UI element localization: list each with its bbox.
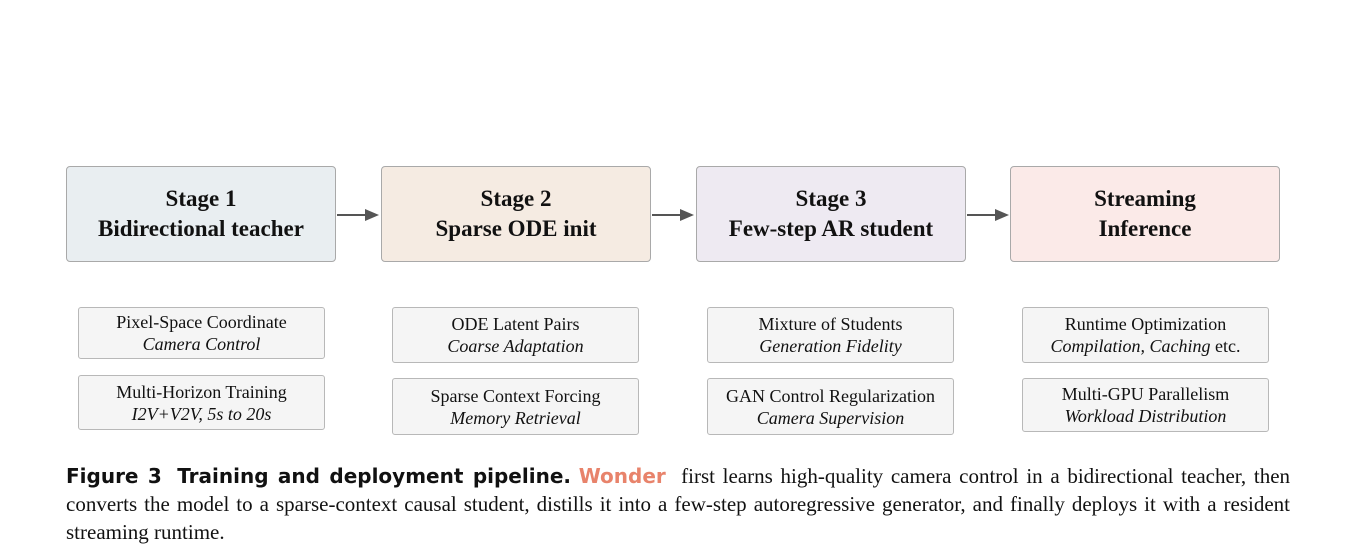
feature-card: Multi-GPU Parallelism Workload Distribut…: [1022, 378, 1269, 432]
card-subtitle: Coarse Adaptation: [447, 336, 584, 356]
stage-1-title: Stage 1: [165, 186, 237, 211]
stage-1-subtitle: Bidirectional teacher: [98, 216, 304, 241]
brand-name: Wonder: [578, 464, 666, 488]
arrow-right-icon: [337, 209, 379, 221]
card-subtitle: I2V+V2V, 5s to 20s: [131, 403, 272, 424]
card-title: Multi-GPU Parallelism: [1061, 384, 1230, 404]
stage-4-title: Streaming: [1094, 186, 1196, 211]
card-title: Sparse Context Forcing: [430, 385, 601, 406]
feature-card: GAN Control Regularization Camera Superv…: [707, 378, 954, 435]
card-subtitle: Camera Control: [142, 334, 261, 354]
stage-3-subtitle: Few-step AR student: [728, 216, 934, 241]
card-subtitle: Workload Distribution: [1064, 406, 1227, 426]
card-title: Pixel-Space Coordinate: [116, 312, 287, 332]
figure-caption: Figure 3 Training and deployment pipelin…: [66, 462, 1290, 546]
stage-1-box: Stage 1 Bidirectional teacher: [66, 166, 336, 262]
feature-card: Runtime Optimization Compilation, Cachin…: [1022, 307, 1269, 363]
stage-2-subtitle: Sparse ODE init: [435, 216, 597, 241]
stage-2-box: Stage 2 Sparse ODE init: [381, 166, 651, 262]
arrow-right-icon: [967, 209, 1009, 221]
card-subtitle: Camera Supervision: [756, 407, 905, 428]
stage-3-title: Stage 3: [795, 186, 867, 211]
stage-4-subtitle: Inference: [1098, 216, 1192, 241]
card-title: GAN Control Regularization: [726, 385, 935, 406]
card-title: ODE Latent Pairs: [451, 314, 580, 334]
card-title: Multi-Horizon Training: [116, 381, 287, 402]
card-title: Runtime Optimization: [1064, 314, 1227, 334]
arrow-right-icon: [652, 209, 694, 221]
card-subtitle: Memory Retrieval: [450, 407, 581, 428]
feature-card: Sparse Context Forcing Memory Retrieval: [392, 378, 639, 435]
card-subtitle: Generation Fidelity: [759, 336, 902, 356]
figure-label: Figure 3: [66, 464, 162, 488]
streaming-inference-box: Streaming Inference: [1010, 166, 1280, 262]
figure-title: Training and deployment pipeline.: [177, 464, 571, 488]
card-subtitle: Compilation, Caching: [1050, 336, 1211, 356]
feature-card: Multi-Horizon Training I2V+V2V, 5s to 20…: [78, 375, 325, 430]
card-title: Mixture of Students: [758, 314, 903, 334]
stage-3-box: Stage 3 Few-step AR student: [696, 166, 966, 262]
feature-card: Pixel-Space Coordinate Camera Control: [78, 307, 325, 359]
stage-2-title: Stage 2: [480, 186, 552, 211]
card-subtitle-line: Compilation, Caching etc.: [1023, 335, 1268, 357]
caption-text: first learns high-quality camera control…: [66, 464, 1291, 544]
card-subtitle-suffix: etc.: [1210, 336, 1241, 356]
feature-card: ODE Latent Pairs Coarse Adaptation: [392, 307, 639, 363]
feature-card: Mixture of Students Generation Fidelity: [707, 307, 954, 363]
